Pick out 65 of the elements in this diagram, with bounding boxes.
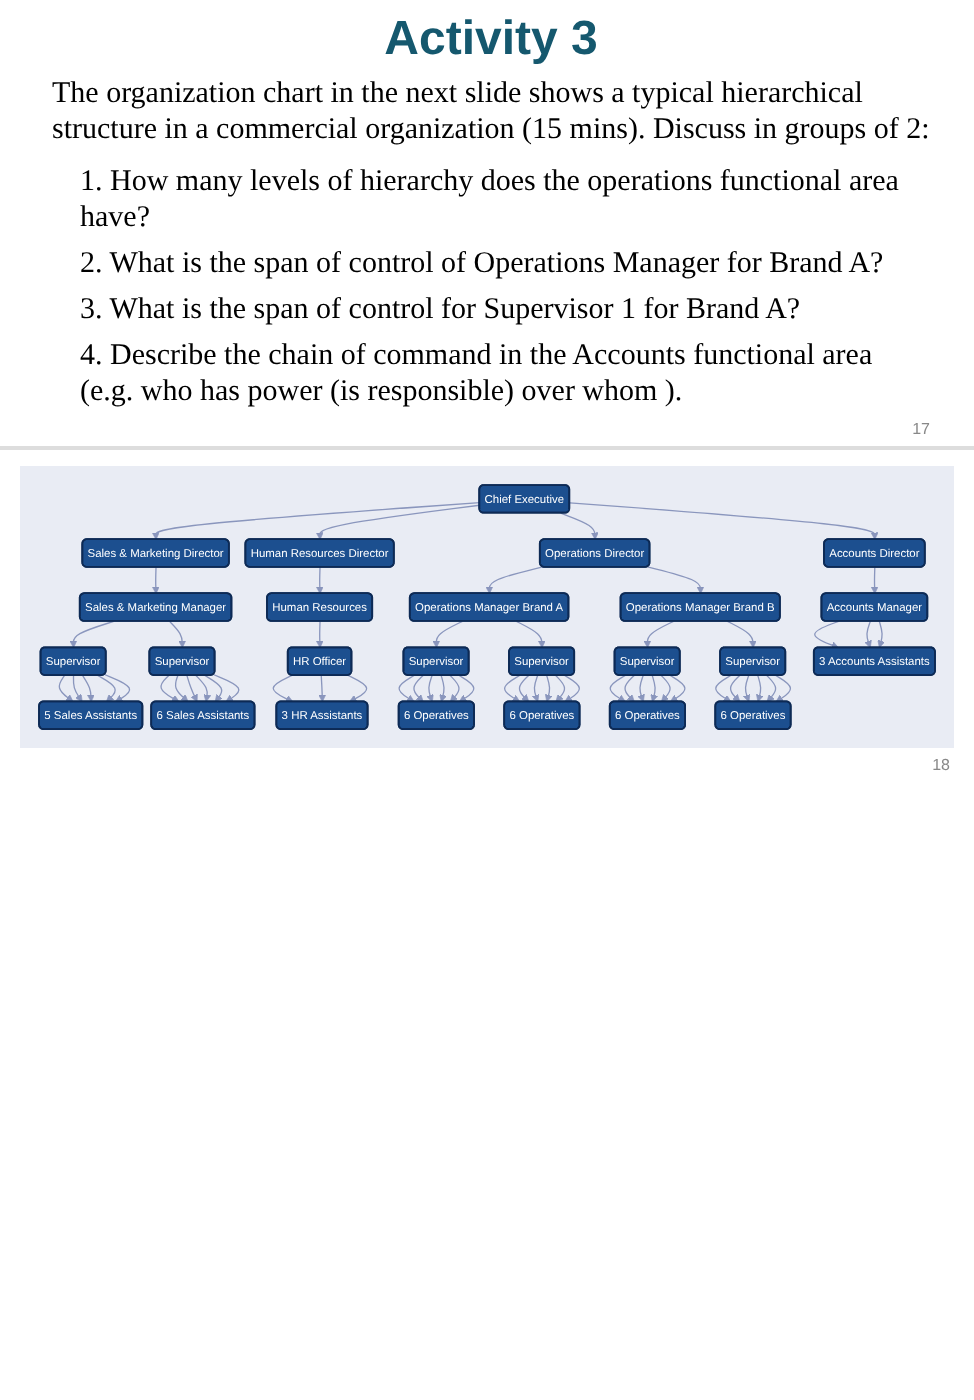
arrow	[186, 674, 198, 703]
arrow	[624, 674, 635, 703]
arrow	[742, 674, 751, 703]
question-text: 4. Describe the chain of command in the Accounts functional area (e.g. who has power (is responsible) over whom ).	[80, 338, 875, 410]
arrow	[212, 673, 240, 703]
arrow	[315, 504, 481, 540]
arrow	[669, 674, 686, 703]
arrow	[398, 674, 415, 703]
arrow	[160, 674, 180, 703]
arrow	[637, 674, 645, 703]
arrow	[347, 674, 368, 703]
arrow	[426, 674, 434, 703]
arrow	[272, 674, 294, 703]
arrow	[864, 620, 872, 649]
arrow	[315, 620, 324, 649]
arrow	[646, 566, 705, 594]
arrow	[766, 674, 777, 703]
intro-paragraph: The organization chart in the next slide shows a typical hierarchical structure in a commercial organization (15 mins). Discuss in groups of 2:	[52, 76, 930, 148]
arrow	[204, 674, 223, 703]
arrow	[151, 566, 160, 594]
arrow	[103, 673, 131, 703]
arrow	[545, 674, 553, 703]
arrow	[168, 620, 187, 649]
arrow	[69, 620, 115, 649]
arrow	[432, 620, 464, 649]
arrow	[97, 674, 116, 703]
arrow	[315, 566, 324, 594]
arrow	[531, 674, 540, 703]
arrow	[564, 674, 580, 703]
arrow	[775, 674, 792, 703]
arrow	[58, 674, 74, 703]
arrow	[518, 674, 530, 703]
arrow	[458, 674, 475, 703]
arrow	[660, 674, 671, 703]
arrow	[174, 674, 189, 703]
page-number: 17	[910, 420, 930, 438]
arrow	[715, 674, 732, 703]
arrow	[756, 674, 764, 703]
arrow	[318, 674, 327, 703]
arrow	[555, 674, 566, 703]
arrow	[195, 674, 212, 703]
arrow	[439, 674, 447, 703]
arrow	[81, 674, 95, 703]
arrow	[485, 566, 544, 594]
arrow	[877, 620, 885, 649]
arrow	[726, 620, 757, 649]
arrow	[814, 620, 840, 649]
arrow	[413, 674, 424, 703]
arrow	[504, 674, 521, 703]
page-number: 18	[930, 756, 950, 775]
arrow	[569, 502, 879, 540]
arrow	[151, 501, 481, 540]
arrow	[560, 512, 599, 540]
slide-title: Activity 3	[382, 12, 600, 68]
arrow	[609, 674, 626, 703]
question-text: 2. What is the span of control of Operations Manager for Brand A?	[80, 246, 886, 282]
arrow	[643, 620, 675, 649]
arrow	[72, 674, 83, 703]
question-text: 1. How many levels of hierarchy does the operations functional area have?	[80, 164, 901, 236]
arrow	[449, 674, 460, 703]
question-text: 3. What is the span of control for Supervisor 1 for Brand A?	[80, 292, 803, 328]
arrow	[515, 620, 546, 649]
arrow	[870, 566, 879, 594]
arrow	[729, 674, 741, 703]
arrow	[650, 674, 658, 703]
